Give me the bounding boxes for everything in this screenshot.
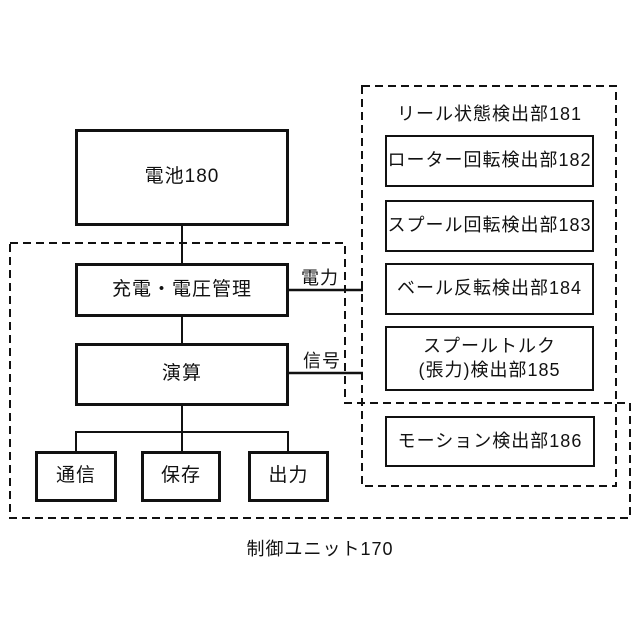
bail-reversal-box: ベール反転検出部184: [385, 263, 594, 315]
rotor-rotation-label: ローター回転検出部182: [387, 150, 592, 171]
communication-label: 通信: [55, 465, 96, 487]
control-unit-outline: [9, 242, 631, 519]
control-unit-caption: 制御ユニット170: [246, 539, 394, 559]
compute-label: 演算: [161, 363, 202, 385]
motion-detection-label: モーション検出部186: [397, 430, 583, 451]
charge-management-box: 充電・電圧管理: [75, 263, 289, 317]
communication-box: 通信: [35, 451, 117, 502]
spool-torque-label-line2: (張力)検出部185: [418, 359, 561, 380]
spool-torque-label-line1: スプールトルク: [423, 336, 556, 357]
battery-box: 電池180: [75, 129, 289, 226]
reel-state-group-outline: [361, 85, 617, 487]
motion-detection-box: モーション検出部186: [385, 416, 595, 467]
spool-rotation-box: スプール回転検出部183: [385, 200, 594, 252]
output-label: 出力: [268, 465, 309, 487]
storage-label: 保存: [160, 465, 201, 487]
spool-torque-box: スプールトルク (張力)検出部185: [385, 326, 594, 391]
rotor-rotation-box: ローター回転検出部182: [385, 135, 594, 187]
compute-box: 演算: [75, 343, 289, 406]
reel-state-group-title: リール状態検出部181: [396, 104, 583, 124]
charge-management-label: 充電・電圧管理: [111, 278, 252, 300]
spool-rotation-label: スプール回転検出部183: [387, 215, 592, 236]
output-box: 出力: [248, 451, 329, 502]
signal-wire-label: 信号: [303, 351, 341, 371]
bail-reversal-label: ベール反転検出部184: [396, 278, 583, 299]
storage-box: 保存: [141, 451, 221, 502]
battery-label: 電池180: [144, 166, 220, 188]
power-wire-label: 電力: [301, 268, 339, 288]
